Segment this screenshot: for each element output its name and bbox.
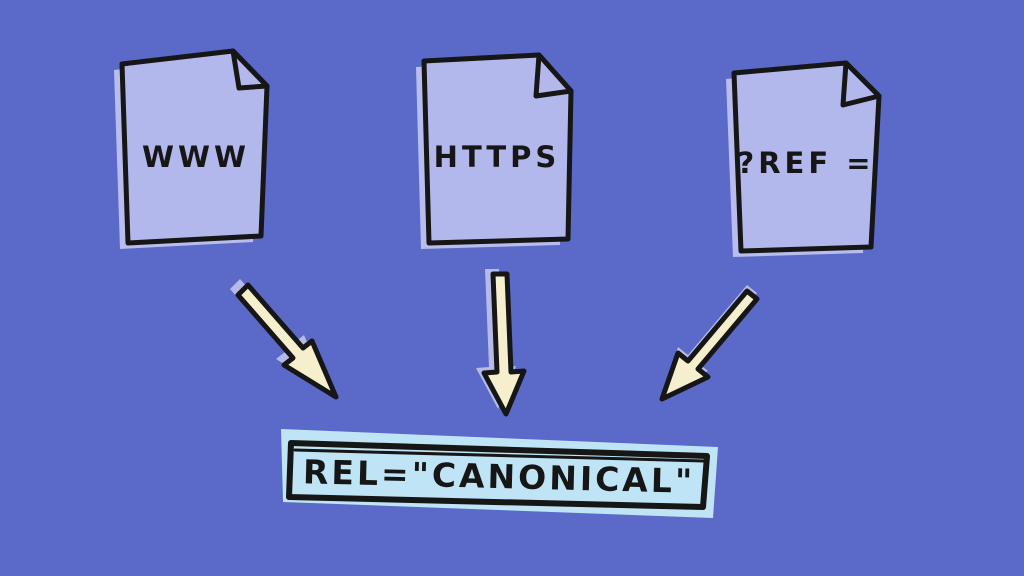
document-www-paper <box>119 48 270 246</box>
canonical-box-label: REL="CANONICAL" <box>303 452 696 501</box>
document-www: WWW <box>114 48 270 249</box>
arrows <box>230 269 760 417</box>
document-https-paper <box>421 52 574 246</box>
left-arrow-icon <box>235 282 339 400</box>
document-ref-label: ?REF = <box>737 146 874 180</box>
canonical-box-border-doubleline <box>293 448 706 463</box>
canonical-box-border <box>286 440 710 510</box>
document-www-label: WWW <box>142 140 250 174</box>
document-https-fold-corner <box>533 52 574 99</box>
document-ref-paper <box>731 60 882 254</box>
document-ref-fold-corner <box>840 60 882 108</box>
document-www-fold-corner <box>230 48 270 91</box>
canonical-box: REL="CANONICAL" <box>281 429 718 518</box>
document-ref: ?REF = <box>726 60 882 257</box>
document-https: HTTPS <box>416 52 574 249</box>
document-https-label: HTTPS <box>434 140 561 174</box>
right-arrow-icon <box>659 288 760 402</box>
middle-arrow-icon <box>481 271 527 417</box>
